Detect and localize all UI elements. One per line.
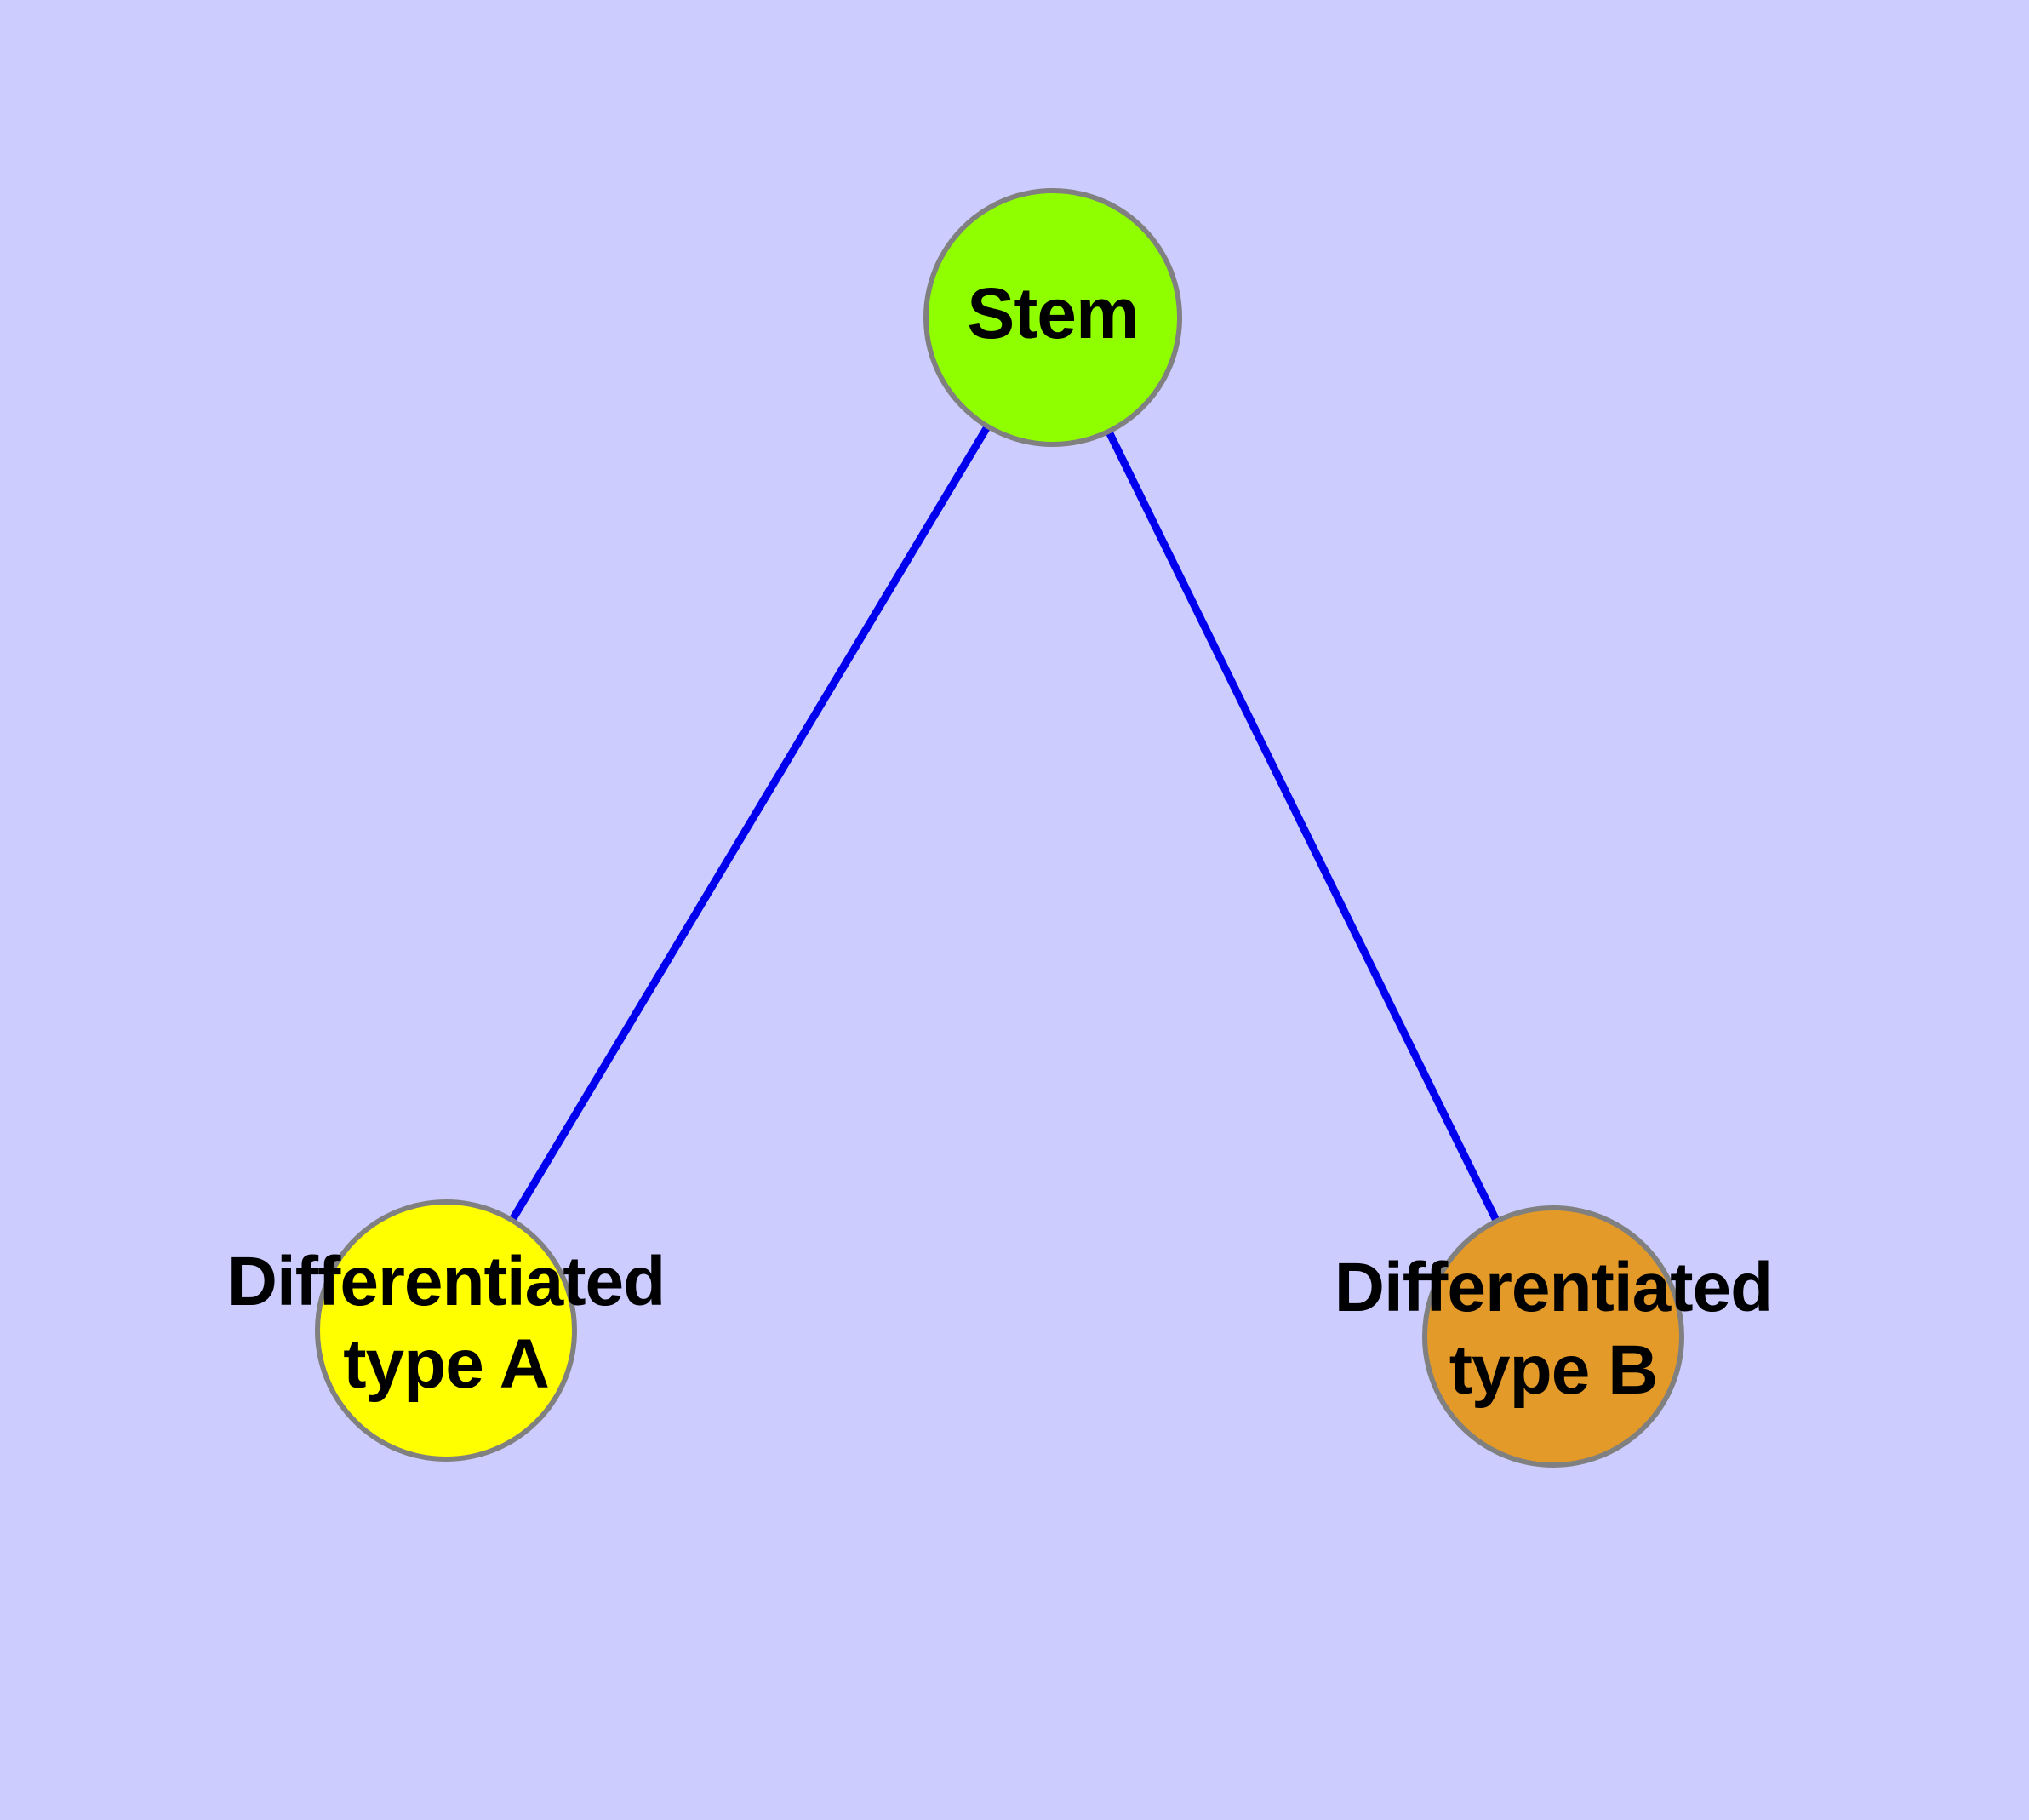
- edges-group: [508, 423, 1500, 1224]
- node-circle-diff_a[interactable]: [315, 1199, 577, 1462]
- edge-stem-diff-a[interactable]: [508, 423, 992, 1223]
- nodes-group: [315, 188, 1684, 1468]
- edge-stem-diff-b[interactable]: [1105, 428, 1500, 1224]
- node-circle-stem[interactable]: [923, 188, 1182, 447]
- node-circle-diff_b[interactable]: [1422, 1205, 1684, 1468]
